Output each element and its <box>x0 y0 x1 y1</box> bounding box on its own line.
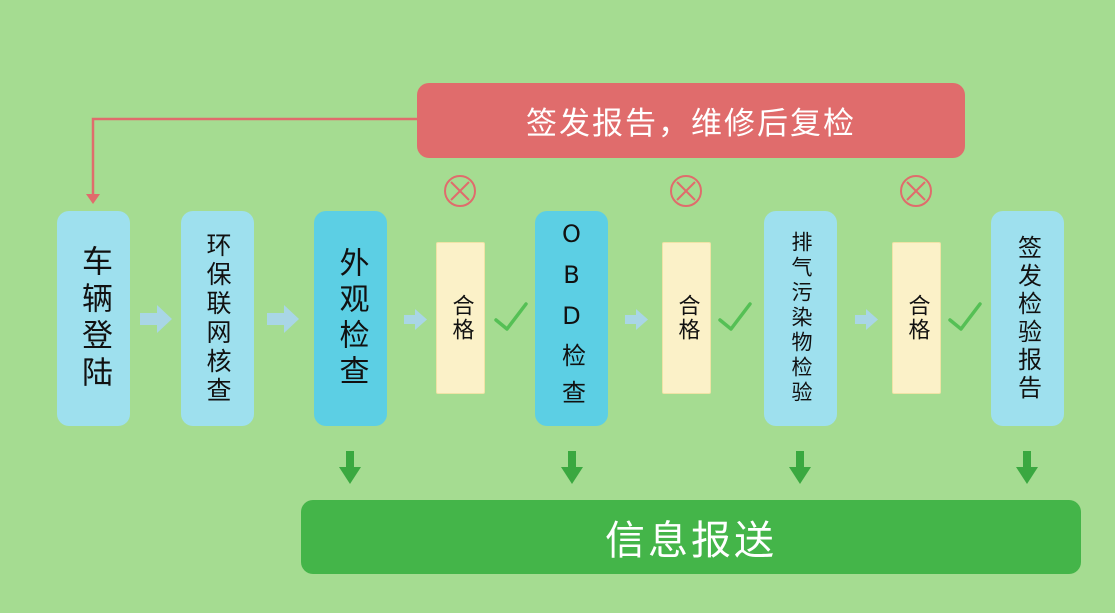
flow-arrow-icon <box>140 305 172 333</box>
pass-label-appearance: 合格 <box>448 294 474 342</box>
flow-arrow-icon <box>404 309 427 330</box>
flow-arrow-icon <box>267 305 299 333</box>
step-vehicle-register: 车辆登陆 <box>57 211 130 426</box>
pass-box-obd: 合格 <box>662 242 711 394</box>
step-appearance-check-label: 外观检查 <box>333 246 369 391</box>
fail-x-icon <box>900 175 932 207</box>
check-icon <box>718 302 752 331</box>
step-emission-test-label: 排气污染物检验 <box>789 231 813 406</box>
step-emission-test: 排气污染物检验 <box>764 211 837 426</box>
fail-x-icon <box>444 175 476 207</box>
down-arrow-icon <box>1016 451 1038 484</box>
down-arrow-icon <box>789 451 811 484</box>
step-env-network-check-label: 环保联网核查 <box>203 231 232 406</box>
fail-retest-banner-label: 签发报告，维修后复检 <box>526 106 856 142</box>
step-obd-check-label: OBD检查 <box>557 220 586 417</box>
pass-box-emission: 合格 <box>892 242 941 394</box>
check-icon <box>948 302 982 331</box>
step-env-network-check: 环保联网核查 <box>181 211 254 426</box>
info-report-bar: 信息报送 <box>301 500 1081 574</box>
pass-label-obd: 合格 <box>674 294 700 342</box>
check-icon <box>494 302 528 331</box>
step-issue-report-label: 签发检验报告 <box>1013 234 1042 403</box>
step-issue-report: 签发检验报告 <box>991 211 1064 426</box>
pass-label-emission: 合格 <box>904 294 930 342</box>
fail-retest-banner: 签发报告，维修后复检 <box>417 83 965 158</box>
down-arrow-icon <box>561 451 583 484</box>
pass-box-appearance: 合格 <box>436 242 485 394</box>
flow-arrow-icon <box>855 309 878 330</box>
info-report-label: 信息报送 <box>605 518 777 564</box>
step-vehicle-register-label: 车辆登陆 <box>76 244 112 393</box>
retest-return-arrow <box>86 117 417 204</box>
fail-x-icon <box>670 175 702 207</box>
down-arrow-icon <box>339 451 361 484</box>
step-appearance-check: 外观检查 <box>314 211 387 426</box>
step-obd-check: OBD检查 <box>535 211 608 426</box>
flow-arrow-icon <box>625 309 648 330</box>
